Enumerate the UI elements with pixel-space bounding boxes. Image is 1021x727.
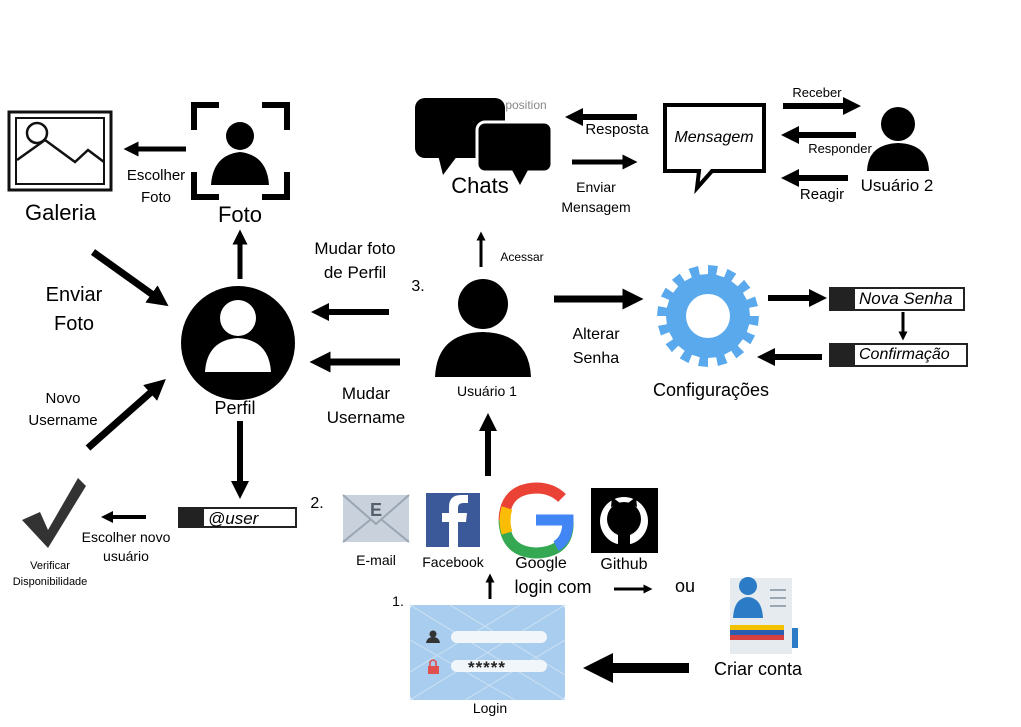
create-account-icon [730,577,798,654]
user-field[interactable]: @user [178,507,297,528]
google-icon [498,482,574,559]
escolher-foto-label: Escolher Foto [126,167,186,206]
responder-label: Responder [808,141,872,156]
galeria-label: Galeria [25,200,96,225]
ou-label: ou [674,576,696,596]
user-field-text: @user [208,509,259,528]
acessar-label: Acessar [500,250,544,264]
alterar-senha-label: Alterar Senha [572,326,620,367]
checkmark-icon [22,478,86,548]
mudar-foto-perfil-label: Mudar foto de Perfil [314,239,396,282]
verificar-disponibilidade-label: Verificar Disponibilidade [12,560,88,588]
step3-label: 3. [411,278,425,295]
step2-label: 2. [310,495,324,512]
enviar-mensagem-label: Enviar Mensagem [561,179,631,215]
novo-username-label: Novo Username [28,390,98,429]
configuracoes-label: Configurações [652,380,770,400]
arrow-galeria-perfil [90,249,169,307]
github-icon [591,488,658,553]
resposta-label: Resposta [585,121,649,138]
enviar-foto-label: Enviar Foto [45,284,103,335]
chats-label: Chats [451,173,509,198]
password-mask: ***** [467,658,507,677]
foto-label: Foto [217,202,263,227]
nova-senha-text: Nova Senha [859,289,953,308]
login-com-label: login com [514,577,592,597]
svg-text:E: E [370,500,382,520]
confirmacao-text: Confirmação [859,346,950,363]
arrows [85,97,908,683]
gear-icon [657,265,759,367]
receber-label: Receber [792,85,842,100]
gear-hole [686,294,730,338]
image-icon [7,110,113,192]
login-label: Login [472,700,508,716]
email-label: E-mail [356,552,396,568]
mensagem-label: Mensagem [674,129,754,146]
chats-watermark: position [505,98,547,112]
user2-icon [867,107,929,171]
user-icon [435,279,531,377]
message-bubble-icon [663,103,766,195]
usuario1-label: Usuário 1 [457,383,517,399]
perfil-label: Perfil [214,398,256,418]
github-label: Github [600,556,648,573]
google-label: Google [515,555,567,572]
mudar-username-label: Mudar Username [326,384,406,427]
login-form-icon [409,604,566,701]
facebook-label: Facebook [422,554,484,570]
step1-label: 1. [392,593,404,609]
nova-senha-field[interactable]: Nova Senha [829,287,965,311]
criar-conta-label: Criar conta [713,659,803,679]
profile-icon [181,286,295,400]
escolher-novo-usuario-label: Escolher novo usuário [81,529,171,564]
reagir-label: Reagir [799,186,845,203]
arrow-check-perfil [85,379,166,451]
user-photo-icon [191,102,290,200]
usuario2-label: Usuário 2 [860,176,934,195]
email-icon: E [342,494,410,543]
chat-icon [415,98,554,185]
confirmacao-field[interactable]: Confirmação [829,343,968,367]
facebook-icon [426,493,480,547]
